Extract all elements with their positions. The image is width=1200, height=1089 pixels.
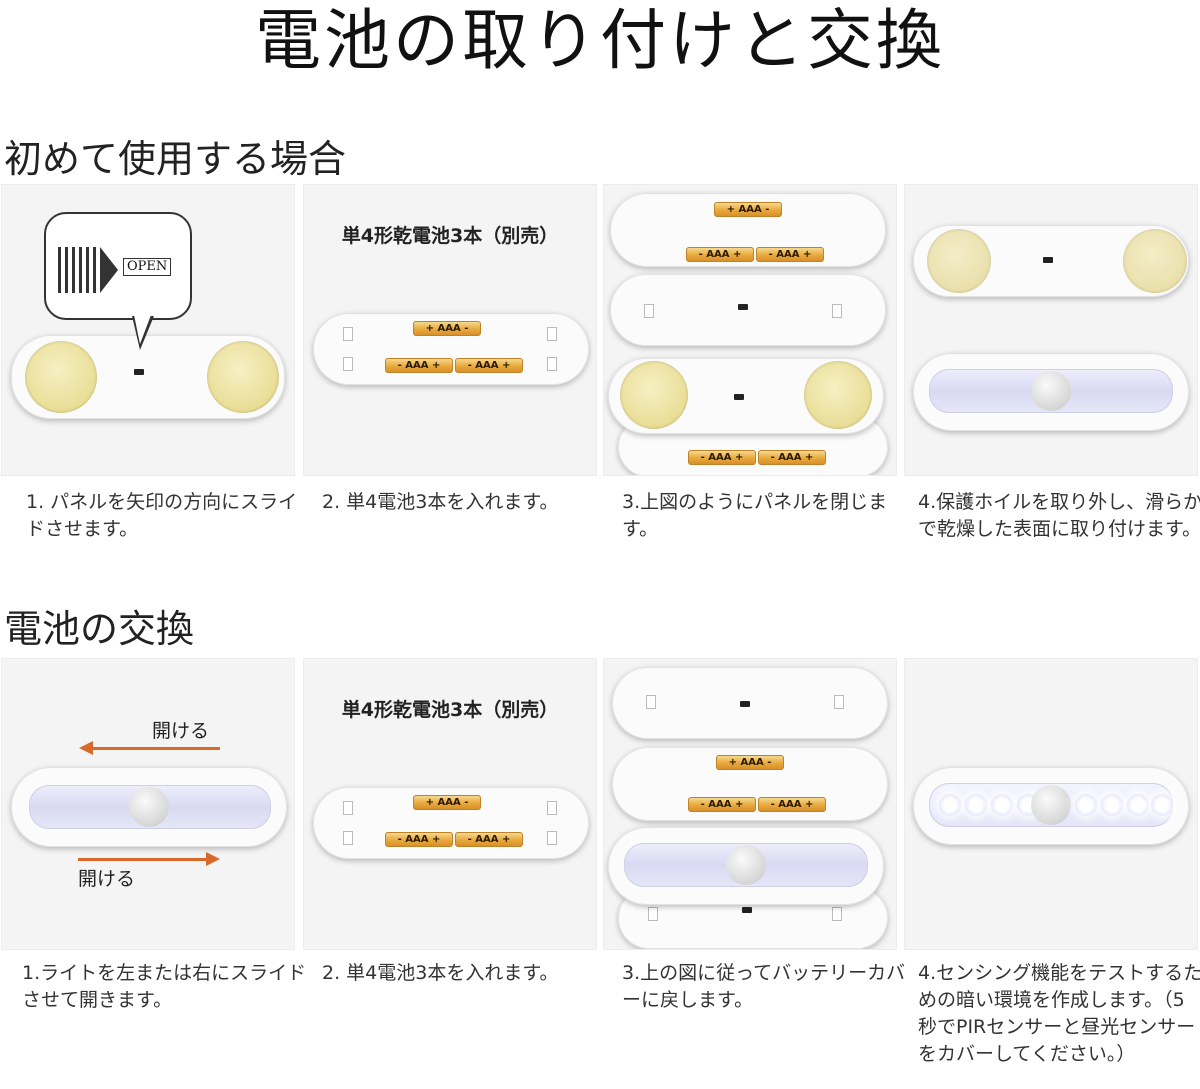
battery: - AAA + <box>385 832 453 847</box>
led <box>1151 794 1173 816</box>
replace-caption-3: 3.上の図に従ってバッテリーカバーに戻します。 <box>622 962 906 1011</box>
adhesive-pad-left <box>25 341 97 413</box>
page-title: 電池の取り付けと交換 <box>255 2 945 79</box>
protective-foil <box>927 229 991 293</box>
pir-sensor <box>129 787 169 827</box>
battery: - AAA + <box>758 450 826 465</box>
adhesive-pad-right <box>207 341 279 413</box>
protective-foil <box>1123 229 1187 293</box>
step-caption-4: 4.保護ホイルを取り外し、滑らかで乾燥した表面に取り付けます。 <box>918 491 1200 540</box>
open-label-bottom: 開ける <box>78 868 136 890</box>
led <box>1101 794 1123 816</box>
open-label: OPEN <box>123 258 172 276</box>
battery: - AAA + <box>688 797 756 812</box>
device-back <box>913 225 1189 297</box>
step-panel-open-cover: OPEN <box>1 184 295 476</box>
replace-caption-2: 2. 単4電池3本を入れます。 <box>322 962 559 984</box>
replace-caption-1: 1.ライトを左または右にスライドさせて開きます。 <box>22 962 307 1011</box>
step-caption-2: 2. 単4電池3本を入れます。 <box>322 491 559 513</box>
step-panel-mount <box>904 184 1198 476</box>
cover-inner <box>610 274 886 346</box>
open-label-top: 開ける <box>152 720 210 742</box>
battery: - AAA + <box>385 358 453 373</box>
battery: - AAA + <box>756 247 824 262</box>
battery: - AAA + <box>758 797 826 812</box>
step-panel-reattach-cover: + AAA - - AAA + - AAA + <box>603 658 897 950</box>
battery-compartment: + AAA - - AAA + - AAA + <box>610 193 886 267</box>
battery-compartment: + AAA - - AAA + - AAA + <box>313 787 589 859</box>
slide-direction-arrow-icon <box>58 247 118 293</box>
led <box>965 794 987 816</box>
pir-sensor <box>1031 371 1071 411</box>
arrow-right-icon <box>78 858 208 861</box>
led <box>939 794 961 816</box>
battery: - AAA + <box>455 832 523 847</box>
battery-compartment: + AAA - - AAA + - AAA + <box>612 747 888 821</box>
device-back <box>608 358 884 434</box>
section-title-first-use: 初めて使用する場合 <box>4 137 347 181</box>
battery: + AAA - <box>413 321 481 336</box>
led <box>1127 794 1149 816</box>
led <box>1075 794 1097 816</box>
arrow-left-icon <box>90 747 220 750</box>
battery-compartment: + AAA - - AAA + - AAA + <box>313 313 589 385</box>
battery-note: 単4形乾電池3本（別売） <box>341 225 559 247</box>
led <box>991 794 1013 816</box>
battery: - AAA + <box>455 358 523 373</box>
step-caption-1: 1. パネルを矢印の方向にスライドさせます。 <box>26 491 298 540</box>
section-title-battery-replacement: 電池の交換 <box>4 607 195 651</box>
cover-inner <box>612 667 888 739</box>
step-panel-test-sensor <box>904 658 1198 950</box>
battery: + AAA - <box>413 795 481 810</box>
light-front <box>608 827 884 905</box>
pir-sensor <box>726 845 766 885</box>
battery: - AAA + <box>688 450 756 465</box>
step-panel-insert-batteries: 単4形乾電池3本（別売） + AAA - - AAA + - AAA + <box>303 184 597 476</box>
pir-sensor <box>1031 785 1071 825</box>
step-panel-slide-open: 開ける 開ける <box>1 658 295 950</box>
light-front <box>11 767 287 847</box>
light-front <box>913 353 1189 431</box>
step-caption-3: 3.上図のようにパネルを閉じます。 <box>622 491 888 540</box>
battery-note: 単4形乾電池3本（別売） <box>341 699 559 721</box>
battery: + AAA - <box>714 202 782 217</box>
light-front-lit <box>913 767 1189 845</box>
step-panel-insert-batteries: 単4形乾電池3本（別売） + AAA - - AAA + - AAA + <box>303 658 597 950</box>
battery: + AAA - <box>716 755 784 770</box>
sensor-slot <box>134 369 144 375</box>
battery: - AAA + <box>686 247 754 262</box>
replace-caption-4: 4.センシング機能をテストするための暗い環境を作成します。（5秒でPIRセンサー… <box>918 962 1200 1065</box>
step-panel-close-cover: + AAA - - AAA + - AAA + - AAA + - AAA + <box>603 184 897 476</box>
